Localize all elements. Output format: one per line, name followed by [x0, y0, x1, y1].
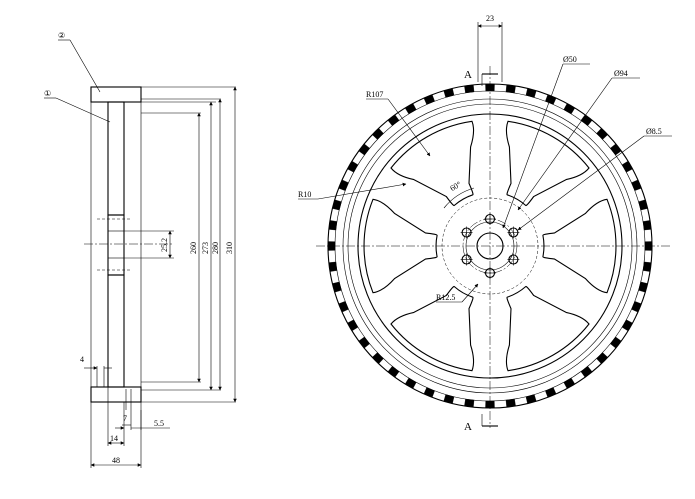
rim-tooth — [610, 336, 622, 349]
rim-tooth — [464, 84, 475, 94]
balloon-2: ② — [58, 31, 65, 40]
rim-tooth — [644, 241, 653, 251]
front-view: A A 23 Ø50 Ø94 Ø8.5 R107 R10 60° R12.5 — [298, 14, 672, 433]
rim-tooth — [642, 220, 652, 231]
rim-tooth — [387, 366, 400, 378]
rim-tooth — [423, 387, 435, 398]
rim-bottom-section — [90, 386, 142, 403]
hub-section — [107, 214, 125, 276]
dim-260: 260 — [189, 242, 198, 254]
rim-tooth — [580, 366, 593, 378]
dim-14: 14 — [110, 434, 118, 443]
rim-tooth — [332, 199, 342, 211]
rim-tooth — [563, 377, 576, 389]
rim-tooth — [631, 301, 642, 313]
bore-circle — [476, 232, 504, 260]
rim-tooth — [443, 88, 455, 98]
dim-d8-5: Ø8.5 — [646, 127, 662, 136]
dim-d50: Ø50 — [563, 55, 577, 64]
dim-4: 4 — [80, 355, 84, 364]
rim-tooth — [505, 398, 516, 408]
rim-tooth — [327, 241, 336, 251]
side-view: 25.2 260 273 280 310 4 7 14 5.5 48 ② ① — [44, 31, 237, 468]
spoke-windows — [363, 120, 617, 372]
rim-tooth — [580, 114, 593, 126]
dim-r10: R10 — [298, 190, 311, 199]
rim-tooth — [610, 143, 622, 156]
rim-tooth — [423, 94, 435, 105]
hub-boundary-circle — [441, 197, 539, 295]
dim-angle-60: 60° — [448, 180, 462, 193]
rim-tooth — [525, 88, 537, 98]
rim-tooth — [505, 84, 516, 94]
rim-tooth — [621, 319, 633, 332]
spoke-window — [390, 285, 475, 372]
rim-tooth — [631, 179, 642, 191]
rim-tooth — [464, 398, 475, 408]
dim-273: 273 — [201, 242, 210, 254]
dim-310: 310 — [225, 242, 234, 254]
rim-tooth — [328, 261, 338, 272]
rim-tooth — [443, 394, 455, 404]
dim-r107: R107 — [366, 90, 383, 99]
rim-tooth — [372, 352, 384, 364]
rim-tooth — [332, 281, 342, 293]
spoke-window — [390, 120, 475, 207]
rim-tooth — [338, 179, 349, 191]
rim-tooth — [596, 128, 608, 140]
disc-lower-section — [107, 274, 125, 388]
dim-7: 7 — [123, 414, 127, 423]
spoke-window — [363, 198, 438, 294]
rim-tooth — [347, 160, 359, 173]
section-mark-bottom: A — [464, 421, 472, 433]
rim-teeth — [327, 83, 653, 409]
spoke-window — [505, 285, 590, 372]
rim-tooth — [642, 261, 652, 272]
rim-tooth — [621, 160, 633, 173]
dim-48: 48 — [112, 456, 120, 465]
rim-tooth — [387, 114, 400, 126]
spoke-window — [505, 120, 590, 207]
dim-5-5: 5.5 — [154, 419, 164, 428]
disc-upper-section — [107, 101, 125, 216]
rim-tooth — [404, 377, 417, 389]
rim-tooth — [485, 400, 495, 409]
dim-25-2: 25.2 — [160, 238, 169, 252]
spoke-window — [542, 198, 617, 294]
rim-tooth — [404, 103, 417, 115]
dim-d94: Ø94 — [614, 69, 628, 78]
balloon-1: ① — [44, 89, 51, 98]
dim-280: 280 — [211, 242, 220, 254]
rim-tooth — [338, 301, 349, 313]
section-mark-top: A — [464, 69, 472, 81]
rim-tooth — [596, 352, 608, 364]
rim-tooth — [638, 281, 648, 293]
rim-tooth — [358, 336, 370, 349]
dim-23: 23 — [486, 14, 494, 23]
rim-tooth — [485, 83, 495, 92]
rim-tooth — [328, 220, 338, 231]
rim-tooth — [545, 94, 557, 105]
bolt-holes — [460, 213, 520, 279]
rim-tooth — [563, 103, 576, 115]
rim-tooth — [545, 387, 557, 398]
rim-tooth — [347, 319, 359, 332]
rim-tooth — [358, 143, 370, 156]
rim-tooth — [638, 199, 648, 211]
dim-r12-5: R12.5 — [436, 293, 455, 302]
rim-tooth — [525, 394, 537, 404]
rim-tooth — [372, 128, 384, 140]
